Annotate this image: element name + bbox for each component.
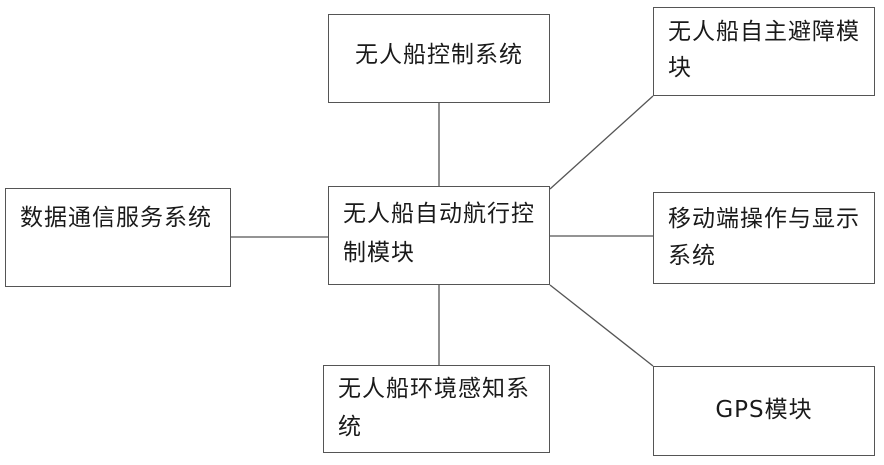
node-data-comm-label: 数据通信服务系统	[20, 199, 220, 238]
node-control-system-label: 无人船控制系统	[329, 15, 549, 95]
node-mobile-display-label: 移动端操作与显示系统	[668, 201, 864, 275]
node-data-comm: 数据通信服务系统	[5, 188, 231, 287]
node-environment: 无人船环境感知系统	[323, 365, 550, 453]
node-mobile-display: 移动端操作与显示系统	[653, 192, 875, 284]
edge-nav-to-gps	[550, 285, 653, 366]
node-gps: GPS模块	[653, 366, 875, 456]
node-obstacle-avoidance: 无人船自主避障模块	[653, 7, 875, 96]
node-gps-label: GPS模块	[654, 367, 874, 453]
node-environment-label: 无人船环境感知系统	[338, 370, 539, 446]
node-auto-nav-label: 无人船自动航行控制模块	[343, 195, 539, 273]
node-auto-nav: 无人船自动航行控制模块	[328, 186, 550, 285]
node-control-system: 无人船控制系统	[328, 14, 550, 103]
node-obstacle-avoidance-label: 无人船自主避障模块	[668, 14, 864, 86]
edge-nav-to-avoid	[550, 96, 653, 189]
